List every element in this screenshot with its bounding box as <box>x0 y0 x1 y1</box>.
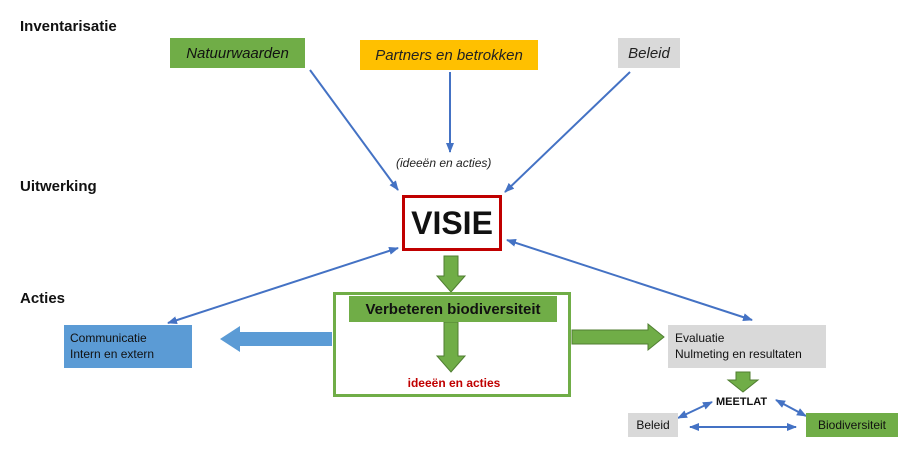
arrow-nature-to-vision <box>309 69 399 191</box>
communication-line1: Communicatie <box>70 331 147 345</box>
biodiversity-ideas: ideeën en acties <box>407 376 501 390</box>
arrow-vision-to-biodiversity <box>435 255 467 293</box>
meetlat-policy-label: Beleid <box>636 418 670 432</box>
input-partners: Partners en betrokken <box>360 40 538 70</box>
stage-label-elaboration: Uitwerking <box>20 178 97 195</box>
arrow-biodiversity-to-ideas <box>435 321 467 373</box>
input-partners-label: Partners en betrokken <box>375 46 523 64</box>
biodiversity-title: Verbeteren biodiversiteit <box>365 300 541 318</box>
arrow-meetlat-beleid <box>677 401 713 419</box>
arrow-biodiversity-to-communication <box>220 326 332 352</box>
stage-label-actions: Acties <box>20 290 66 307</box>
biodiversity-title-box: Verbeteren biodiversiteit <box>349 296 557 322</box>
evaluation-line1: Evaluatie <box>675 331 725 345</box>
arrow-meetlat-biodiversiteit <box>775 399 807 417</box>
ideas-note: (ideeën en acties) <box>396 156 492 170</box>
meetlat-biodiversity-label: Biodiversiteit <box>817 418 887 432</box>
arrow-biodiversity-to-evaluation <box>571 322 665 352</box>
meetlat-title: MEETLAT <box>716 396 768 408</box>
communication-line2: Intern en extern <box>70 347 155 361</box>
communication-box: Communicatie Intern en extern <box>64 325 192 368</box>
input-nature: Natuurwaarden <box>170 38 305 68</box>
input-nature-label: Natuurwaarden <box>186 44 289 62</box>
biodiversity-frame <box>333 292 571 397</box>
vision-label: VISIE <box>411 204 493 241</box>
stage-label-inventory: Inventarisatie <box>20 18 117 35</box>
arrow-policy-to-vision <box>504 71 631 193</box>
input-policy-label: Beleid <box>628 44 670 62</box>
arrow-evaluation-to-meetlat <box>726 371 760 393</box>
evaluation-line2: Nulmeting en resultaten <box>675 347 802 361</box>
meetlat-biodiversity-box: Biodiversiteit <box>806 413 898 437</box>
arrow-vision-evaluation <box>506 238 753 322</box>
arrow-vision-communication <box>167 246 399 325</box>
meetlat-policy-box: Beleid <box>628 413 678 437</box>
vision-box: VISIE <box>402 195 502 251</box>
evaluation-box: Evaluatie Nulmeting en resultaten <box>668 325 826 368</box>
input-policy: Beleid <box>618 38 680 68</box>
